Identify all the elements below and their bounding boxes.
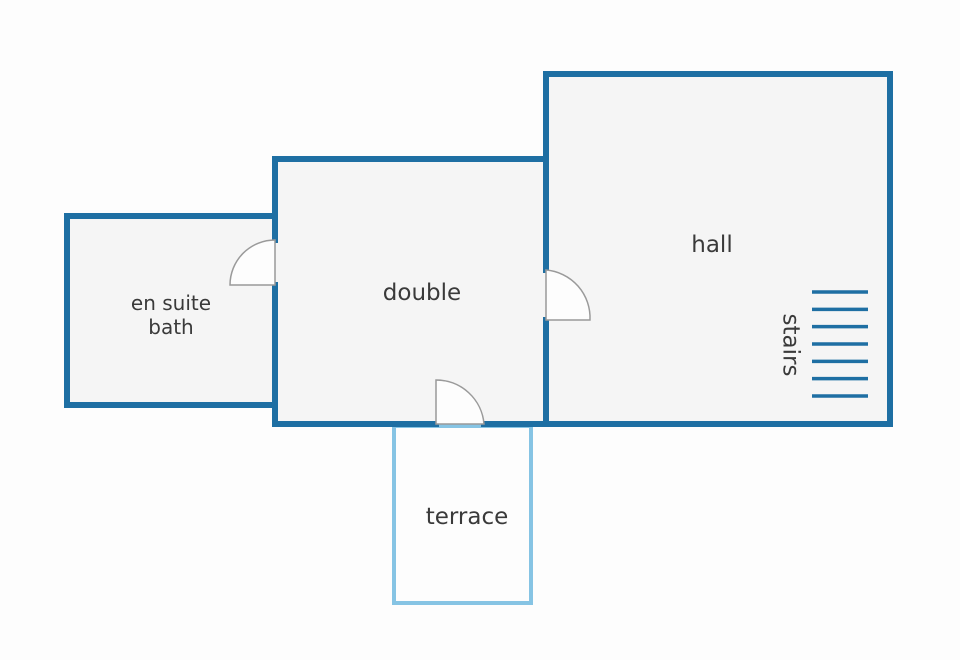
walls (64, 71, 893, 427)
en-suite-wall (64, 213, 278, 408)
stairs (812, 290, 868, 398)
en-suite-door (229, 239, 276, 286)
hall-floor (546, 74, 890, 424)
double-label: double (383, 280, 461, 306)
doors (229, 239, 591, 425)
double-floor (275, 159, 546, 424)
terrace-door (435, 379, 485, 425)
terrace-label: terrace (426, 504, 509, 530)
en-suite-label-line1: en suite (131, 291, 211, 315)
stairs-label: stairs (778, 314, 804, 377)
hall-wall (543, 71, 893, 427)
terrace-area (392, 424, 533, 605)
double-wall-top (272, 156, 549, 243)
en-suite-label-line2: bath (148, 315, 193, 339)
hall-door (545, 269, 591, 321)
hall-label: hall (691, 232, 732, 258)
en-suite-bath-floor (67, 216, 275, 405)
